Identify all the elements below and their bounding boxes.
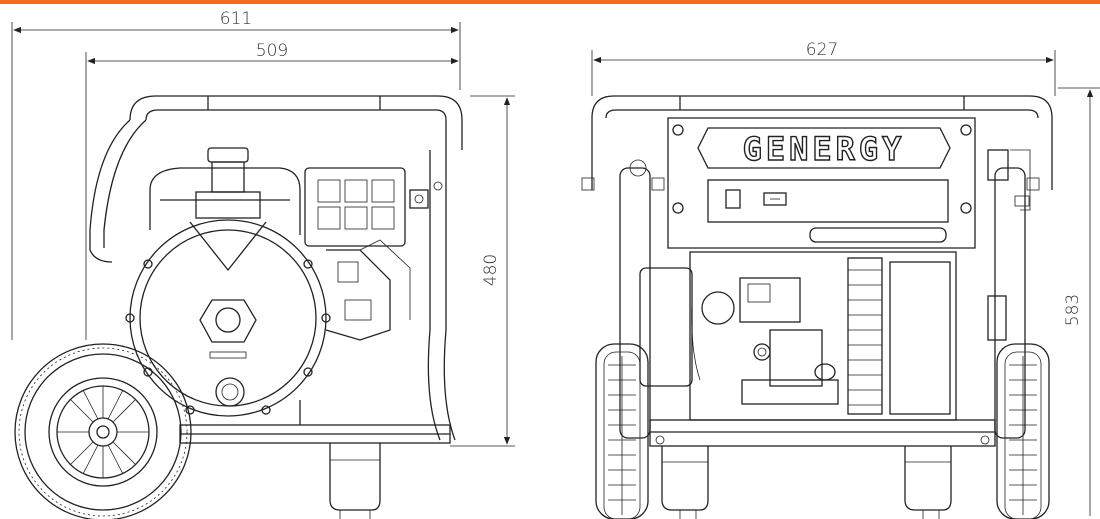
genergy-logo: GENERGY <box>743 130 906 168</box>
label-611: 611 <box>220 9 252 29</box>
front-view: GENERGY <box>581 95 1053 519</box>
front-right-wheel <box>996 343 1050 519</box>
label-509: 509 <box>256 41 288 61</box>
accent-top-bar <box>0 0 1100 4</box>
front-left-wheel <box>595 343 649 519</box>
dimension-side-overall-width: 611 <box>11 9 461 340</box>
side-view <box>14 95 463 519</box>
dimension-front-width: 627 <box>591 40 1056 96</box>
dimension-side-height: 480 <box>450 95 515 447</box>
switch-icon <box>725 189 741 209</box>
socket-icon <box>763 192 787 206</box>
label-583: 583 <box>1063 294 1083 326</box>
dimension-side-frame-width: 509 <box>85 41 459 340</box>
dimension-front-height: 583 <box>1058 87 1100 516</box>
label-627: 627 <box>806 40 838 60</box>
side-wheel <box>14 343 192 519</box>
label-480: 480 <box>481 254 501 286</box>
